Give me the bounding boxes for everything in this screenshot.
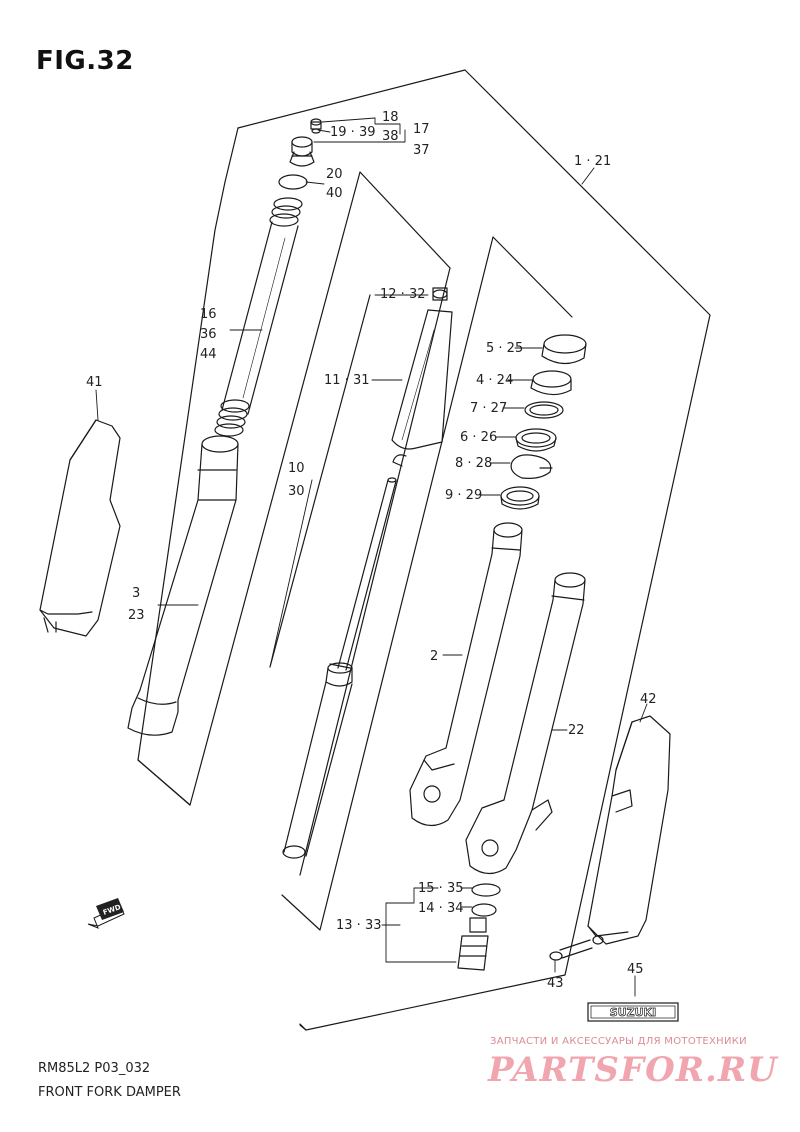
label-17: 17: [413, 122, 430, 137]
leader-lines: [95, 117, 648, 997]
label-16: 16: [200, 307, 217, 322]
assembly-boundary-inner-1: [189, 171, 451, 806]
label-37: 37: [413, 143, 430, 158]
figure-caption: FRONT FORK DAMPER: [38, 1085, 181, 1100]
label-36: 36: [200, 327, 217, 342]
label-12-32: 12 · 32: [380, 287, 425, 302]
assembly-boundary-inner-2: [299, 267, 451, 876]
damper-cylinder: [391, 287, 453, 450]
label-38: 38: [382, 129, 399, 144]
label-1-21: 1 · 21: [574, 154, 611, 169]
label-2: 2: [430, 649, 438, 664]
watermark-logo-text: PARTSFOR.RU: [488, 1050, 778, 1090]
damper-rod: [282, 477, 397, 859]
spacer-tube: [221, 221, 299, 415]
label-22: 22: [568, 723, 585, 738]
assembly-boundary-outer: [237, 69, 711, 1031]
assembly-boundary-base: [48, 1010, 306, 1030]
label-18: 18: [382, 110, 399, 125]
compression-adjuster: [457, 883, 501, 971]
label-6-26: 6 · 26: [460, 430, 497, 445]
label-45: 45: [627, 962, 644, 977]
label-41: 41: [86, 375, 103, 390]
part-labels: 18 19 · 39 38 17 37 20 40 1 · 21 16 36 4…: [86, 110, 657, 991]
figure-code: RM85L2 P03_032: [38, 1061, 151, 1076]
label-19-39: 19 · 39: [330, 125, 375, 140]
label-13-33: 13 · 33: [336, 918, 381, 933]
inner-tube-right: [465, 572, 586, 875]
assembly-boundary-inner-4: [269, 294, 371, 668]
forward-direction-badge: FWD: [87, 898, 125, 929]
bushing-4: [530, 370, 572, 396]
suzuki-emblem: SUZUKI: [587, 1002, 679, 1022]
label-14-34: 14 · 34: [418, 901, 463, 916]
label-42: 42: [640, 692, 657, 707]
label-30: 30: [288, 484, 305, 499]
guard-bolt: [549, 939, 593, 961]
inner-tube-left: [409, 522, 523, 827]
label-23: 23: [128, 608, 145, 623]
oil-seal-6: [515, 428, 557, 452]
label-9-29: 9 · 29: [445, 488, 482, 503]
label-20: 20: [326, 167, 343, 182]
label-3: 3: [132, 586, 140, 601]
washer-7: [524, 401, 564, 419]
watermark-logo: PARTSFOR.RU: [488, 1050, 788, 1092]
fork-cap-bolt: [289, 136, 315, 167]
cap-bolt-small: [310, 118, 322, 134]
bushing-5: [541, 334, 587, 365]
label-43: 43: [547, 976, 564, 991]
label-10: 10: [288, 461, 305, 476]
label-4-24: 4 · 24: [476, 373, 513, 388]
stopper-ring-8: [510, 454, 553, 479]
label-40: 40: [326, 186, 343, 201]
figure-title: FIG.32: [36, 46, 134, 76]
o-ring: [278, 174, 308, 190]
fork-guard-left: [39, 419, 121, 637]
watermark-tagline: ЗАПЧАСТИ И АКСЕССУАРЫ ДЛЯ МОТОТЕХНИКИ: [490, 1036, 747, 1047]
emblem-text: SUZUKI: [610, 1006, 656, 1019]
assembly-boundary-inner-3: [281, 236, 573, 931]
outer-tube: [127, 435, 239, 736]
label-15-35: 15 · 35: [418, 881, 463, 896]
spring-top: [269, 197, 303, 227]
circlip: [392, 454, 407, 467]
label-44: 44: [200, 347, 217, 362]
label-7-27: 7 · 27: [470, 401, 507, 416]
assembly-boundary-lower: [137, 759, 191, 806]
spring-bottom: [214, 399, 250, 437]
label-11-31: 11 · 31: [324, 373, 369, 388]
assembly-boundary-bottom-left: [48, 1010, 300, 1025]
label-5-25: 5 · 25: [486, 341, 523, 356]
label-8-28: 8 · 28: [455, 456, 492, 471]
fork-guard-right: [587, 715, 671, 945]
dust-seal-9: [500, 486, 540, 510]
